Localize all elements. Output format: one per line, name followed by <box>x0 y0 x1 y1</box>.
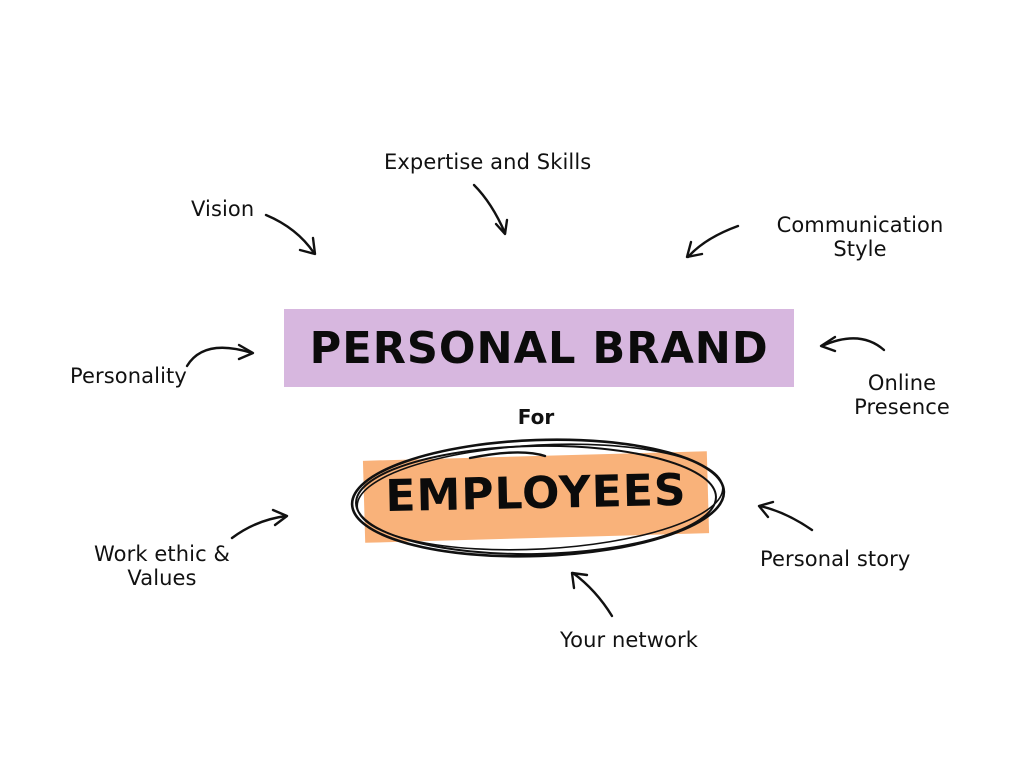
for-label: For <box>517 405 555 429</box>
expertise-arrow <box>472 183 509 236</box>
label-vision: Vision <box>191 197 255 221</box>
label-communication-line2: Style <box>833 237 887 261</box>
label-work-ethic-values: Work ethic & Values <box>80 542 244 590</box>
employees-title: EMPLOYEES <box>384 464 688 523</box>
work-ethic-arrow <box>230 508 289 540</box>
online-presence-arrow <box>819 335 886 353</box>
label-expertise-and-skills: Expertise and Skills <box>384 150 592 174</box>
label-online-line2: Presence <box>854 395 950 419</box>
personality-arrow <box>185 343 255 368</box>
label-work-ethic-line1: Work ethic & <box>94 542 230 566</box>
personal-brand-title: PERSONAL BRAND <box>309 322 769 374</box>
label-online-presence: Online Presence <box>840 371 964 419</box>
label-work-ethic-line2: Values <box>127 566 197 590</box>
label-communication-style: Communication Style <box>764 213 956 261</box>
personal-brand-box: PERSONAL BRAND <box>284 309 794 387</box>
label-personality: Personality <box>70 364 187 388</box>
vision-arrow <box>264 213 317 256</box>
label-communication-line1: Communication <box>776 213 944 237</box>
personal-story-arrow <box>757 500 814 532</box>
label-online-line1: Online <box>867 371 937 395</box>
label-your-network: Your network <box>560 628 698 652</box>
your-network-arrow <box>570 571 614 618</box>
label-personal-story: Personal story <box>760 547 911 571</box>
communication-arrow <box>685 224 740 259</box>
